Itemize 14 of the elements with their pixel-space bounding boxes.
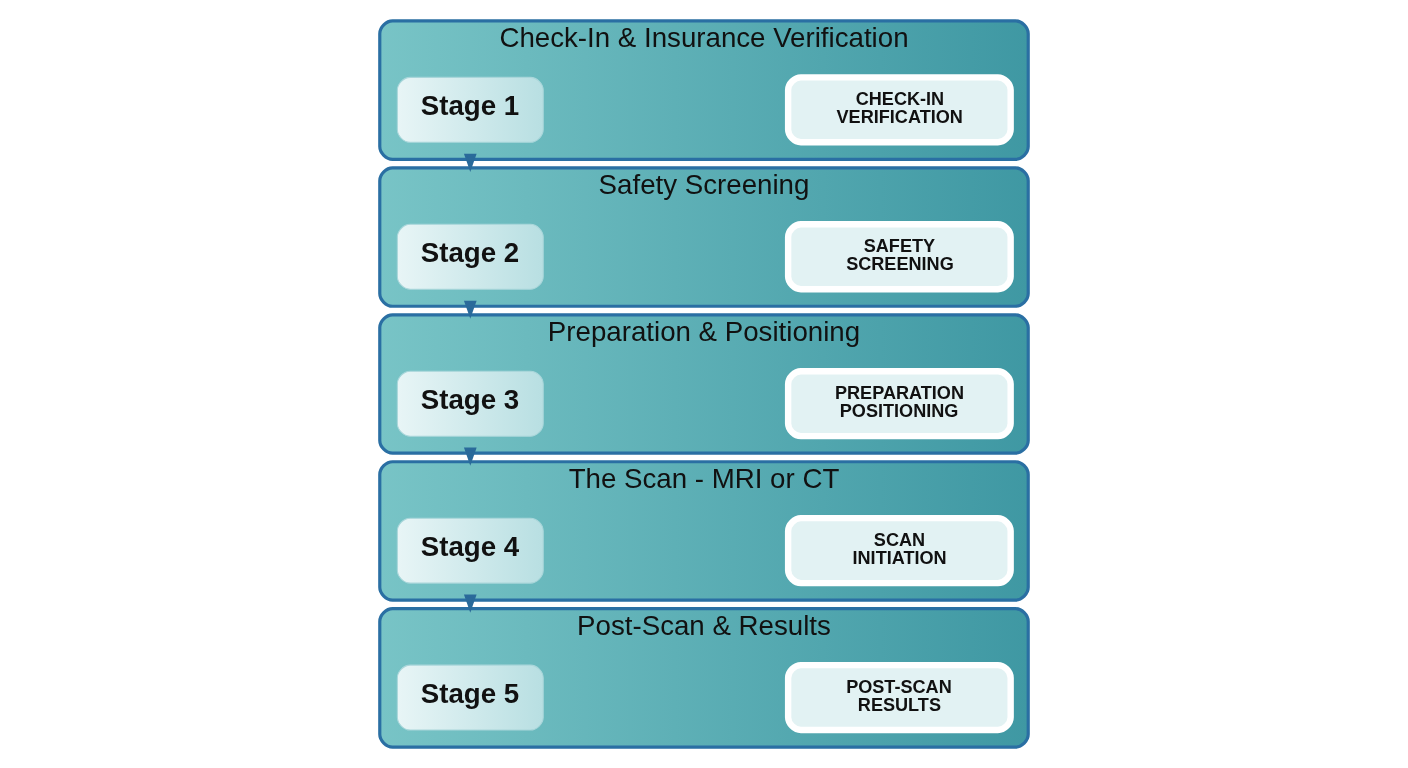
arrow xyxy=(463,153,477,172)
node-box: SCAN INITIATION xyxy=(784,514,1014,587)
node-box: Stage 2 xyxy=(396,223,544,290)
node-box: PREPARATION POSITIONING xyxy=(784,368,1014,440)
node-box: CHECK-IN VERIFICATION xyxy=(784,74,1014,146)
arrow xyxy=(463,300,477,319)
node-box: POST-SCAN RESULTS xyxy=(784,661,1014,734)
node-box: Stage 5 xyxy=(396,664,544,731)
arrow xyxy=(463,447,477,466)
node-box: Stage 3 xyxy=(396,370,544,437)
node-box: SAFETY SCREENING xyxy=(784,221,1014,293)
node-box: Stage 1 xyxy=(396,76,544,143)
node-box: Stage 4 xyxy=(396,517,544,584)
arrow xyxy=(463,594,477,613)
